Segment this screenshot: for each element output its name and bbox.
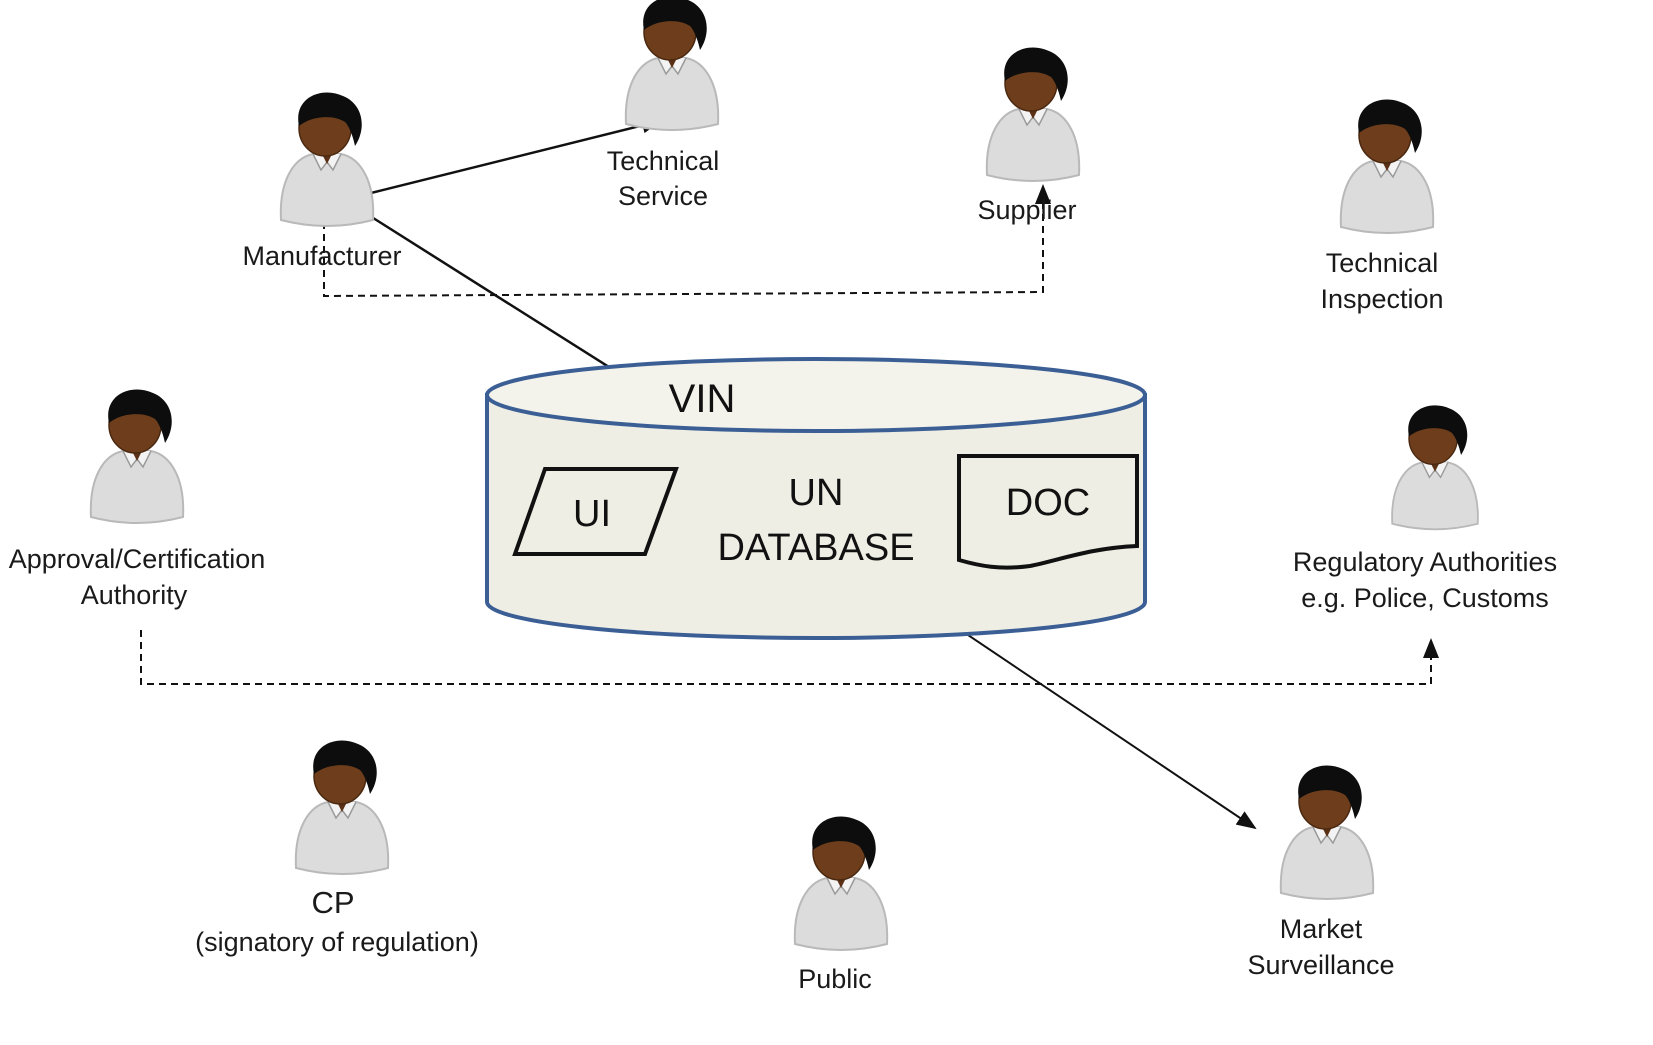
arrow-database-to-market-surveillance (912, 597, 1257, 830)
manufacturer-label: Manufacturer (242, 241, 401, 271)
person-icon (89, 388, 185, 525)
actor-technical-inspection: Technical Inspection (1320, 98, 1444, 314)
person-icon (294, 739, 390, 875)
actor-approval-authority: Approval/Certification Authority (9, 388, 266, 610)
actor-cp: CP (signatory of regulation) (195, 739, 479, 957)
technical-service-label-line-1: Technical (607, 146, 720, 176)
actor-public: Public (793, 815, 889, 994)
doc-label: DOC (1006, 482, 1090, 524)
person-icon (624, 0, 720, 131)
cylinder-top (485, 357, 1147, 433)
approval-authority-label-line-1: Approval/Certification (9, 544, 266, 574)
market-surveillance-label-line-2: Surveillance (1247, 950, 1394, 980)
doc-shape (957, 454, 1139, 570)
person-icon (793, 815, 889, 951)
technical-service-label-line-2: Service (618, 181, 708, 211)
person-icon (1391, 404, 1479, 531)
database-title-line-2: DATABASE (717, 527, 914, 569)
actor-regulatory-authorities: Regulatory Authorities e.g. Police, Cust… (1293, 404, 1557, 613)
regulatory-authorities-label-line-1: Regulatory Authorities (1293, 547, 1557, 577)
cp-label-line-1: CP (311, 885, 354, 920)
person-icon (1339, 98, 1435, 234)
person-icon (1279, 764, 1375, 900)
approval-authority-label-line-2: Authority (81, 580, 188, 610)
technical-inspection-label-line-2: Inspection (1320, 284, 1443, 314)
public-label: Public (798, 964, 872, 994)
ui-shape (512, 467, 679, 556)
vin-label: VIN (669, 377, 736, 421)
dashed-arrow-manufacturer-to-supplier (323, 184, 1051, 298)
cp-label-line-2: (signatory of regulation) (195, 927, 479, 957)
supplier-label: Supplier (977, 195, 1076, 225)
actor-supplier: Supplier (977, 46, 1081, 225)
dashed-arrow-approval-to-regulatory (140, 630, 1439, 685)
database-title-line-1: UN (789, 472, 844, 514)
ui-label: UI (573, 493, 611, 535)
person-icon (985, 46, 1081, 182)
actor-market-surveillance: Market Surveillance (1247, 764, 1395, 980)
un-database-cylinder: VIN UI DOC UN DATABASE (485, 357, 1147, 640)
arrow-manufacturer-to-technical-service (366, 117, 662, 196)
regulatory-authorities-label-line-2: e.g. Police, Customs (1301, 583, 1549, 613)
technical-inspection-label-line-1: Technical (1326, 248, 1439, 278)
market-surveillance-label-line-1: Market (1280, 914, 1363, 944)
person-icon (279, 91, 375, 227)
actor-technical-service: Technical Service (607, 0, 720, 211)
actor-manufacturer: Manufacturer (242, 91, 402, 271)
